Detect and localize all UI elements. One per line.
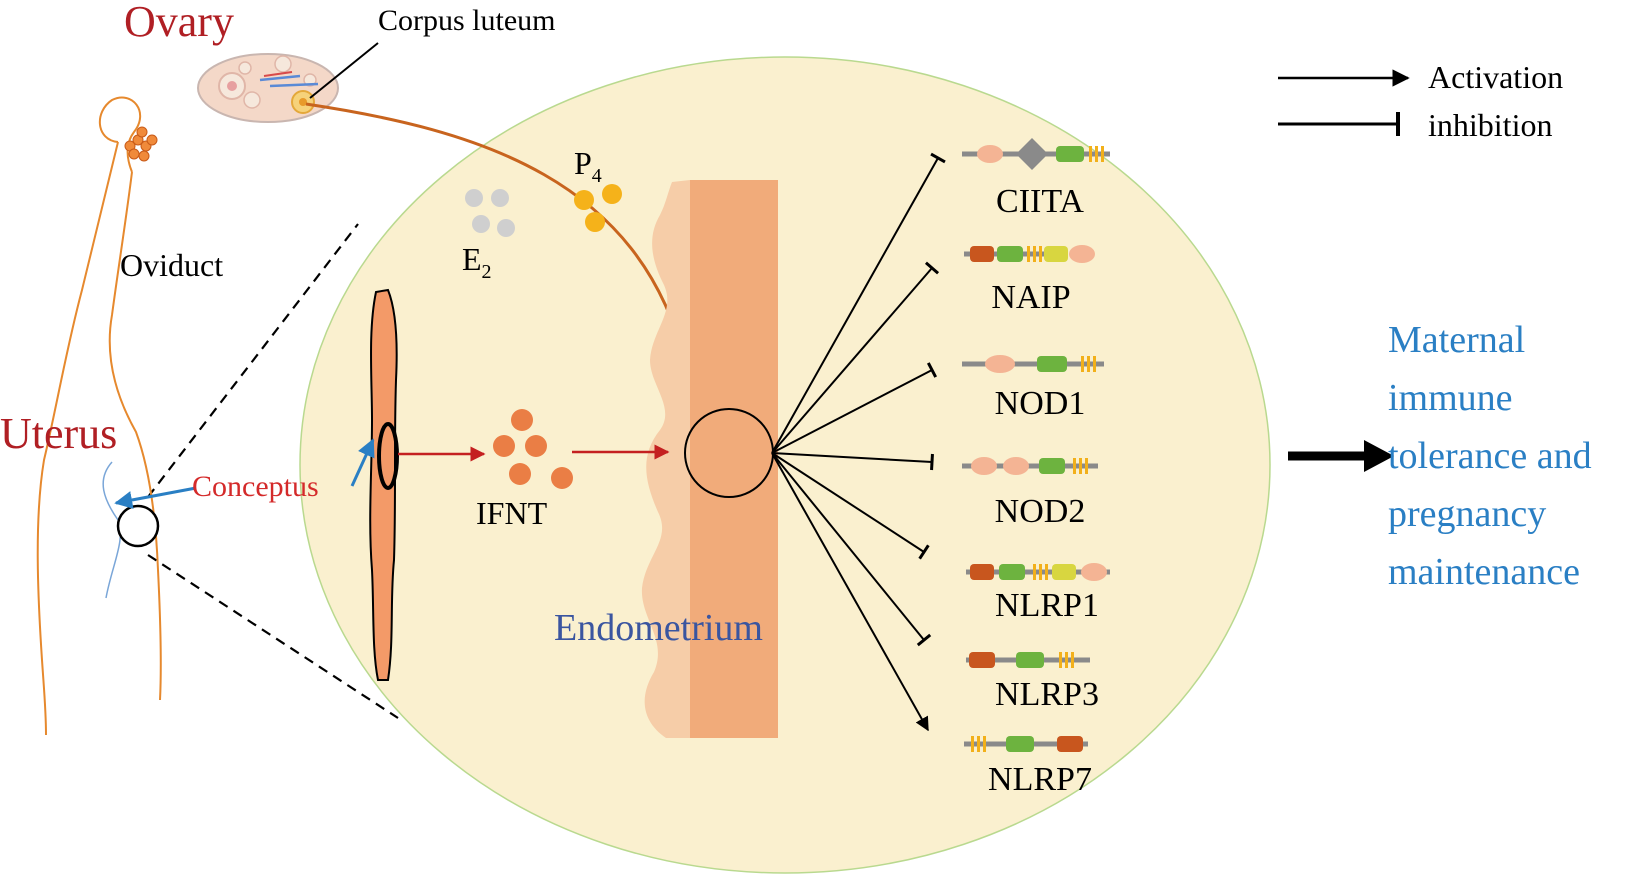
oviduct-label: Oviduct bbox=[120, 247, 223, 283]
corpus-luteum-pointer bbox=[309, 42, 379, 99]
gene-label-naip: NAIP bbox=[991, 279, 1070, 316]
corpus-luteum-label: Corpus luteum bbox=[378, 4, 556, 37]
gene-label-nlrp3: NLRP3 bbox=[995, 676, 1099, 713]
inhibition-bar-ciita bbox=[930, 152, 946, 164]
uterus-label: Uterus bbox=[0, 409, 117, 458]
implantation-site-circle bbox=[116, 504, 160, 548]
outcome-line-3: tolerance and bbox=[1388, 435, 1592, 477]
conceptus-core bbox=[377, 422, 399, 490]
inhibition-bar-naip bbox=[924, 261, 940, 275]
inhibition-bar-nod1 bbox=[926, 362, 938, 378]
regulation-line-nlrp1 bbox=[771, 452, 925, 553]
e2-label: E2 bbox=[462, 241, 492, 283]
outcome-text: Maternal immune tolerance and pregnancy … bbox=[1388, 319, 1592, 593]
gene-label-ciita: CIITA bbox=[996, 183, 1084, 220]
ovary-label: Ovary bbox=[124, 0, 234, 46]
p4-transport-arrow bbox=[305, 102, 690, 364]
inhibition-bar-nlrp3 bbox=[916, 633, 932, 647]
domain-diagram-nlrp1 bbox=[966, 563, 1110, 581]
conceptus-pointer-arrow bbox=[350, 438, 375, 487]
outcome-line-5: maintenance bbox=[1388, 551, 1580, 593]
domain-diagram-naip bbox=[964, 245, 1095, 263]
regulation-line-naip bbox=[771, 267, 933, 454]
inhibition-bar-nlrp1 bbox=[918, 544, 930, 560]
domain-diagram-nlrp7 bbox=[964, 736, 1088, 752]
endometrium-tissue-dark bbox=[690, 180, 778, 738]
p4-label: P4 bbox=[574, 145, 602, 187]
gene-domain-diagrams bbox=[962, 138, 1110, 752]
gene-label-nod2: NOD2 bbox=[995, 493, 1086, 530]
domain-diagram-ciita bbox=[962, 138, 1110, 170]
ifnt-molecule bbox=[493, 409, 573, 489]
gene-label-nod1: NOD1 bbox=[995, 385, 1086, 422]
regulation-line-nod2 bbox=[771, 452, 933, 463]
gene-regulation-lines bbox=[771, 152, 946, 732]
outcome-line-4: pregnancy bbox=[1388, 493, 1546, 535]
zoom-line-top bbox=[147, 223, 359, 498]
outcome-line-2: immune bbox=[1388, 377, 1513, 419]
gene-label-nlrp1: NLRP1 bbox=[995, 587, 1099, 624]
outcome-line-1: Maternal bbox=[1388, 319, 1525, 361]
domain-diagram-nod1 bbox=[962, 355, 1104, 373]
ovary-follicle-cluster bbox=[124, 126, 158, 162]
endometrium-zoom-circle bbox=[299, 56, 1271, 874]
domain-diagram-nod2 bbox=[962, 457, 1098, 475]
ovary-illustration bbox=[197, 53, 339, 123]
endometrium-label: Endometrium bbox=[554, 607, 763, 649]
e2-molecule bbox=[465, 189, 515, 237]
regulation-line-nlrp3 bbox=[771, 452, 925, 641]
regulation-line-ciita bbox=[771, 157, 939, 454]
domain-diagram-nlrp3 bbox=[966, 652, 1090, 668]
legend-inhibition-label: inhibition bbox=[1428, 107, 1552, 143]
inhibition-bar-nod2 bbox=[930, 453, 934, 471]
conceptus-label: Conceptus bbox=[192, 470, 319, 503]
outcome-arrowhead bbox=[1364, 440, 1394, 472]
legend-activation-label: Activation bbox=[1428, 59, 1563, 95]
ifnt-label: IFNT bbox=[476, 495, 548, 531]
conceptus-to-uterus-arrow bbox=[114, 486, 197, 509]
gene-label-nlrp7: NLRP7 bbox=[988, 761, 1092, 798]
regulation-line-nod1 bbox=[771, 369, 933, 454]
regulation-line-nlrp7 bbox=[771, 452, 929, 732]
p4-molecule bbox=[574, 184, 622, 232]
